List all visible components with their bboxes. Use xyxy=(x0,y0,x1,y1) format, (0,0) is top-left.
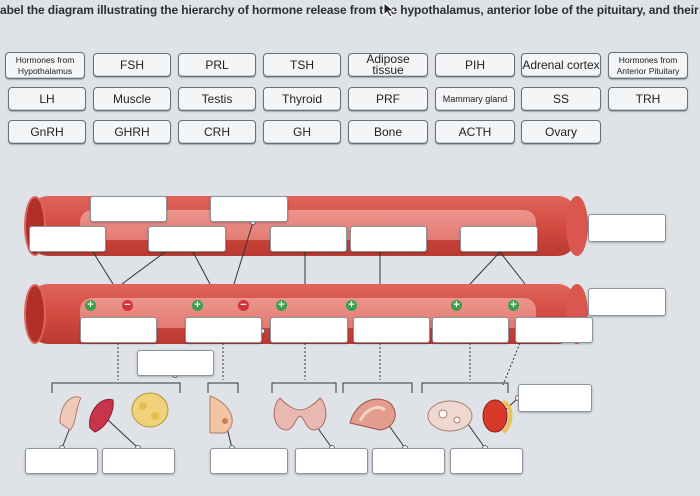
chip-crh[interactable]: CRH xyxy=(178,120,256,144)
drop-box-upper-7[interactable] xyxy=(460,226,538,252)
cursor-icon xyxy=(383,2,396,18)
drop-box-upper-6[interactable] xyxy=(350,226,427,252)
drop-box-target-muscle[interactable] xyxy=(25,448,98,474)
drop-box-target-testis[interactable] xyxy=(518,384,592,412)
inhibit-sign: − xyxy=(238,300,249,311)
drop-box-upper-3[interactable] xyxy=(29,226,106,252)
testis-icon xyxy=(482,399,513,434)
chip-prf[interactable]: PRF xyxy=(348,87,428,111)
stimulate-sign: + xyxy=(192,300,203,311)
chip-acth[interactable]: ACTH xyxy=(435,120,515,144)
chip-prl[interactable]: PRL xyxy=(178,53,256,77)
upper-vessel-cap xyxy=(566,196,588,256)
drop-box-upper-5[interactable] xyxy=(270,226,347,252)
stimulate-sign: + xyxy=(451,300,462,311)
instruction-text: abel the diagram illustrating the hierar… xyxy=(0,3,700,17)
chip-testis[interactable]: Testis xyxy=(178,87,256,111)
chip-gh[interactable]: GH xyxy=(263,120,341,144)
stimulate-sign: + xyxy=(346,300,357,311)
chip-ss[interactable]: SS xyxy=(521,87,601,111)
drop-box-lower-1[interactable] xyxy=(80,317,157,343)
bone-icon xyxy=(131,392,169,428)
chip-fsh[interactable]: FSH xyxy=(93,53,171,77)
thyroid-icon xyxy=(273,397,327,431)
inhibit-sign: − xyxy=(122,300,133,311)
drop-box-legend-2[interactable] xyxy=(588,288,666,316)
drop-box-middle[interactable] xyxy=(137,350,214,376)
drop-box-target-adrenal[interactable] xyxy=(372,448,445,474)
chip-hormones-from-hypothalamus[interactable]: Hormones from Hypothalamus xyxy=(5,52,85,79)
muscle-icon xyxy=(59,396,114,433)
drop-box-target-ovary[interactable] xyxy=(450,448,523,474)
chip-adipose-tissue[interactable]: Adipose tissue xyxy=(348,53,428,77)
chip-pih[interactable]: PIH xyxy=(435,53,515,77)
drop-box-lower-2[interactable] xyxy=(185,317,262,343)
drop-box-target-bone[interactable] xyxy=(102,448,175,474)
stimulate-sign: + xyxy=(508,300,519,311)
chip-trh[interactable]: TRH xyxy=(608,87,688,111)
chip-adrenal-cortex[interactable]: Adrenal cortex xyxy=(521,53,601,77)
chip-tsh[interactable]: TSH xyxy=(263,53,341,77)
drop-box-lower-6[interactable] xyxy=(515,317,593,343)
chip-mammary-gland[interactable]: Mammary gland xyxy=(435,87,515,111)
drop-box-lower-3[interactable] xyxy=(270,317,348,343)
chip-ghrh[interactable]: GHRH xyxy=(93,120,171,144)
adrenal-cortex-icon xyxy=(349,398,396,431)
drop-box-upper-2[interactable] xyxy=(210,196,288,222)
mammary-gland-icon xyxy=(209,395,233,434)
chip-bone[interactable]: Bone xyxy=(348,120,428,144)
target-organs xyxy=(59,392,513,434)
chip-hormones-from-anterior-pituitary[interactable]: Hormones from Anterior Pituitary xyxy=(608,52,688,79)
chip-thyroid[interactable]: Thyroid xyxy=(263,87,341,111)
ovary-icon xyxy=(427,400,473,432)
stimulate-sign: + xyxy=(276,300,287,311)
chip-muscle[interactable]: Muscle xyxy=(93,87,171,111)
chip-gnrh[interactable]: GnRH xyxy=(8,120,86,144)
stimulate-sign: + xyxy=(85,300,96,311)
drop-box-upper-4[interactable] xyxy=(148,226,226,252)
drop-box-target-mammary[interactable] xyxy=(210,448,288,474)
drop-box-target-thyroid[interactable] xyxy=(295,448,368,474)
drop-box-legend-1[interactable] xyxy=(588,214,666,242)
drop-box-lower-4[interactable] xyxy=(353,317,430,343)
chip-ovary[interactable]: Ovary xyxy=(521,120,601,144)
drop-box-lower-5[interactable] xyxy=(432,317,509,343)
lower-vessel-opening xyxy=(24,284,46,344)
chip-lh[interactable]: LH xyxy=(8,87,86,111)
drop-box-upper-1[interactable] xyxy=(90,196,167,222)
